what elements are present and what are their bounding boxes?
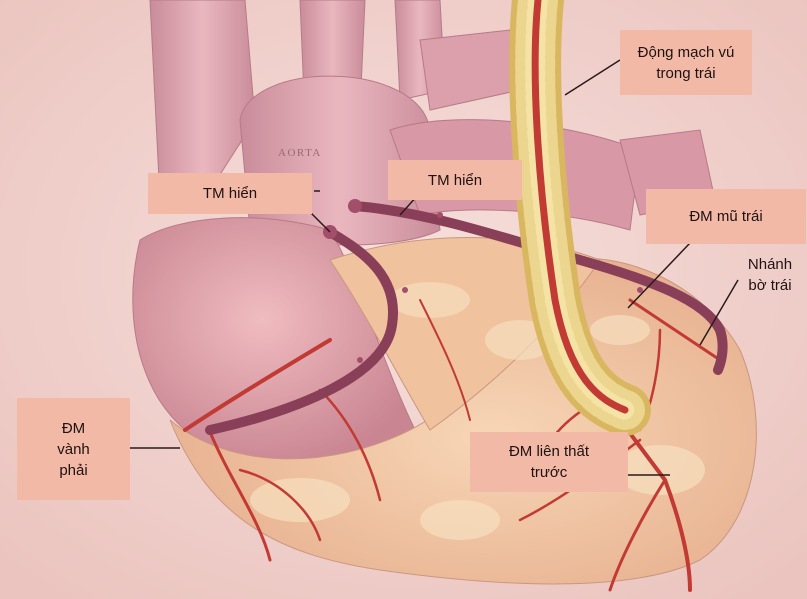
aorta-label: AORTA: [278, 147, 322, 159]
label-lad: ĐM liên thất trước: [470, 432, 628, 492]
label-obtuse-marginal: Nhánh bờ trái: [733, 254, 807, 296]
label-saphenous-vein-mid: TM hiển: [388, 160, 522, 200]
label-saphenous-vein-left: TM hiển: [148, 173, 312, 214]
label-lima: Động mạch vú trong trái: [620, 30, 752, 95]
label-circumflex: ĐM mũ trái: [646, 189, 806, 244]
label-right-coronary: ĐM vành phải: [17, 398, 130, 500]
